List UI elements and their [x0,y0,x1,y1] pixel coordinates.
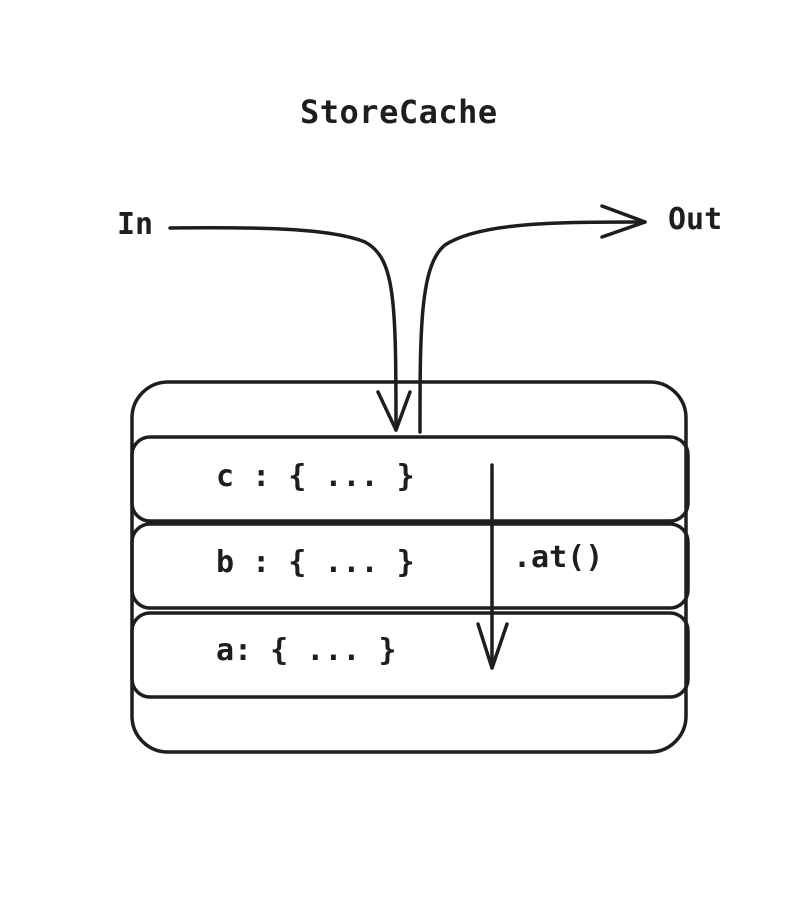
row-box-c [130,435,690,523]
out-arrow-head [600,204,647,239]
row-label-c: c : { ... } [216,459,415,494]
output-label: Out [668,202,723,237]
access-method-label: .at() [513,540,604,575]
row-box-b [130,522,690,610]
input-label: In [117,207,154,242]
in-arrow-head [376,390,412,432]
row-label-a: a: { ... } [216,633,397,668]
in-arrow-line [168,225,398,432]
diagram-title: StoreCache [300,93,498,131]
at-arrow-head [476,622,509,670]
out-arrow-line [418,220,647,434]
row-label-b: b : { ... } [216,545,415,580]
row-box-a [130,611,690,699]
